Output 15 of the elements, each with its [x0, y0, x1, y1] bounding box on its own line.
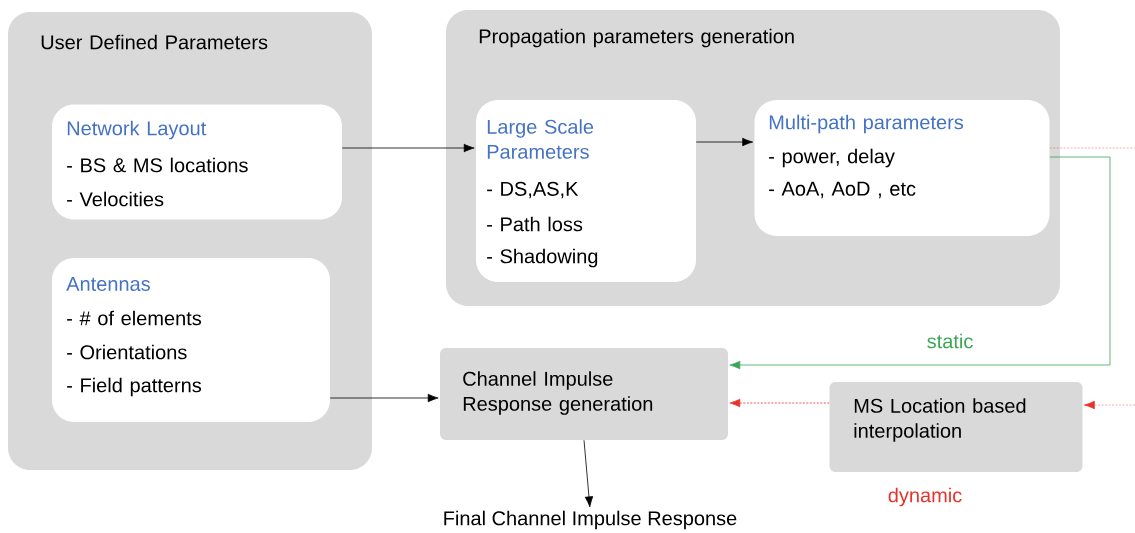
- arrow: [329, 393, 439, 403]
- process-box: MS Location based interpolation: [829, 382, 1083, 472]
- rounded-box: Multi-path parameters - power, delay - AoA, AoD , etc: [754, 100, 1050, 236]
- output-text: Final Channel Impulse Response: [444, 510, 737, 530]
- arrow: [695, 137, 754, 147]
- arrow: [341, 143, 475, 153]
- arrow: [729, 156, 1111, 370]
- rounded-box: Large Scale Parameters - DS,AS,K - Path loss - Shadowing: [476, 100, 696, 282]
- arrow: [583, 439, 594, 508]
- arrow: [729, 398, 830, 408]
- edge-label: static: [925, 332, 975, 350]
- rounded-box: Antennas - # of elements - Orientations - Field patterns: [52, 258, 330, 422]
- caption-text: dynamic: [888, 487, 962, 507]
- rounded-box: Network Layout - BS & MS locations - Velocities: [52, 104, 342, 220]
- process-box: Channel Impulse Response generation: [440, 348, 728, 440]
